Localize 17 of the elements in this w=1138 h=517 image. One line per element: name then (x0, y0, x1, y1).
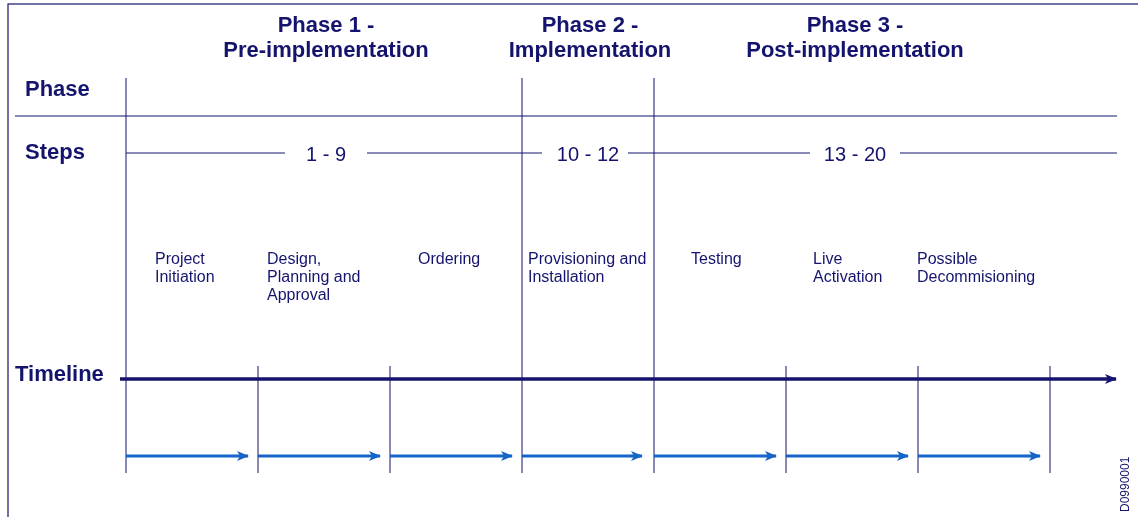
phase-heading: Phase 1 - Pre-implementation (222, 13, 430, 63)
document-id: D0990001 (1119, 456, 1133, 512)
step-label: Design, Planning and Approval (267, 250, 362, 304)
step-label: Project Initiation (155, 250, 216, 286)
row-heading: Phase (25, 77, 91, 102)
phase-heading: Phase 2 - Implementation (507, 13, 673, 63)
axis-label: Timeline (15, 362, 105, 387)
step-label: Possible Decommisioning (917, 250, 1037, 286)
step-range: 13 - 20 (822, 143, 888, 166)
step-range: 10 - 12 (555, 143, 621, 166)
step-range: 1 - 9 (304, 143, 347, 166)
step-label: Testing (691, 250, 743, 268)
row-heading: Steps (25, 140, 86, 165)
step-label: Ordering (418, 250, 482, 268)
phase-heading: Phase 3 - Post-implementation (745, 13, 965, 63)
step-label: Provisioning and Installation (528, 250, 648, 286)
step-label: Live Activation (813, 250, 884, 286)
